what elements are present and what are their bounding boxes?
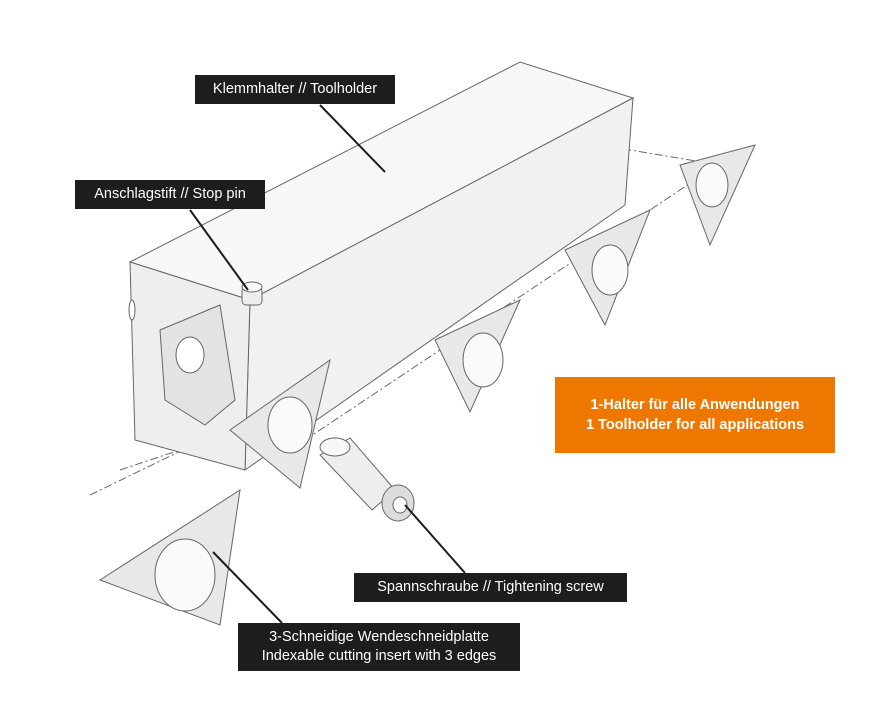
callout-line1: 1-Halter für alle Anwendungen (590, 397, 800, 413)
insert-mounted (229, 358, 331, 489)
leader-lines (189, 104, 466, 624)
insert-front (98, 488, 241, 626)
callout-one-toolholder: 1-Halter für alle Anwendungen 1 Toolhold… (555, 377, 835, 453)
label-cutting-insert-line2: Indexable cutting insert with 3 edges (261, 648, 497, 664)
label-stop-pin: Anschlagstift // Stop pin (75, 180, 265, 209)
label-tightening-screw: Spannschraube // Tightening screw (354, 573, 627, 602)
callout-line2: 1 Toolholder for all applications (585, 417, 805, 433)
stop-pin (241, 281, 263, 306)
toolholder (128, 61, 635, 471)
label-toolholder: Klemmhalter // Toolholder (195, 75, 395, 104)
tightening-screw (319, 437, 415, 522)
insert-1 (434, 298, 522, 414)
insert-3 (679, 144, 756, 247)
insert-2 (564, 209, 651, 327)
label-cutting-insert-line1: 3-Schneidige Wendeschneidplatte (269, 629, 489, 645)
cutting-inserts (98, 144, 756, 626)
label-cutting-insert: 3-Schneidige Wendeschneidplatte Indexabl… (238, 623, 520, 671)
